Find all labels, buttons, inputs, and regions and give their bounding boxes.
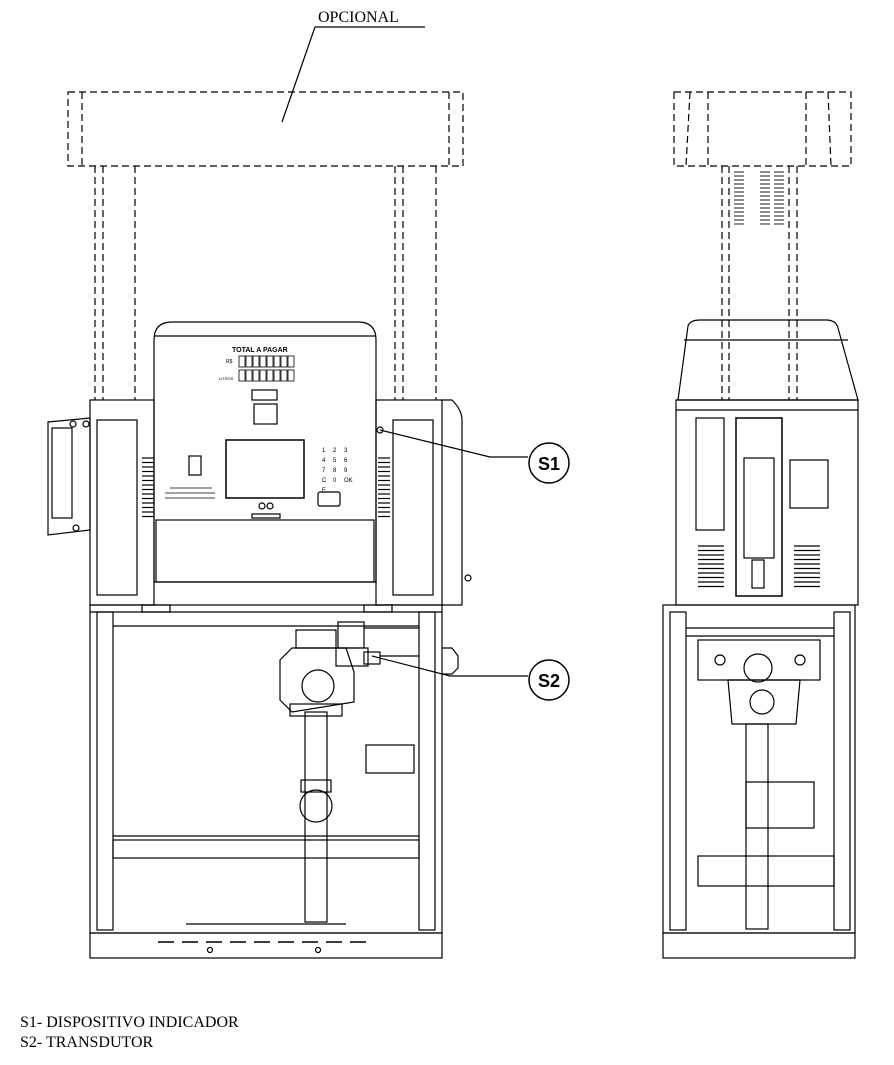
keypad-key: 6 bbox=[344, 458, 348, 464]
side-canopy-slats bbox=[734, 171, 784, 225]
callout-s2: S2 bbox=[371, 655, 570, 701]
keypad-key: 1 bbox=[322, 448, 326, 454]
keypad-key: C bbox=[322, 478, 327, 484]
keypad-key: 3 bbox=[344, 448, 348, 454]
callout-s1: S1 bbox=[379, 429, 570, 484]
keypad-key: 8 bbox=[333, 468, 337, 474]
optional-label: OPCIONAL bbox=[318, 9, 399, 26]
total-a-pagar-label: TOTAL A PAGAR bbox=[232, 347, 288, 354]
legend-s2: S2- TRANSDUTOR bbox=[20, 1034, 154, 1051]
volume-label: LITROS bbox=[219, 376, 234, 381]
keypad-key: 9 bbox=[344, 468, 348, 474]
callout-s1-label: S1 bbox=[538, 454, 560, 474]
side-view bbox=[662, 319, 859, 959]
keypad-key: OK bbox=[344, 478, 353, 484]
optional-canopy-front bbox=[67, 91, 464, 400]
keypad-key: 7 bbox=[322, 468, 326, 474]
keypad-key: 2 bbox=[333, 448, 337, 454]
keypad-key: 0 bbox=[333, 478, 337, 484]
legend: S1- DISPOSITIVO INDICADOR S2- TRANSDUTOR bbox=[20, 1013, 239, 1053]
keypad-key: 5 bbox=[333, 458, 337, 464]
keypad-key: F bbox=[322, 488, 326, 494]
callout-s2-label: S2 bbox=[538, 671, 560, 691]
legend-s1: S1- DISPOSITIVO INDICADOR bbox=[20, 1014, 239, 1031]
currency-label: R$ bbox=[226, 359, 233, 365]
optional-caption: OPCIONAL bbox=[281, 9, 425, 123]
keypad-key: 4 bbox=[322, 458, 326, 464]
optional-canopy-side bbox=[673, 91, 852, 400]
front-lower-frame bbox=[89, 604, 459, 959]
